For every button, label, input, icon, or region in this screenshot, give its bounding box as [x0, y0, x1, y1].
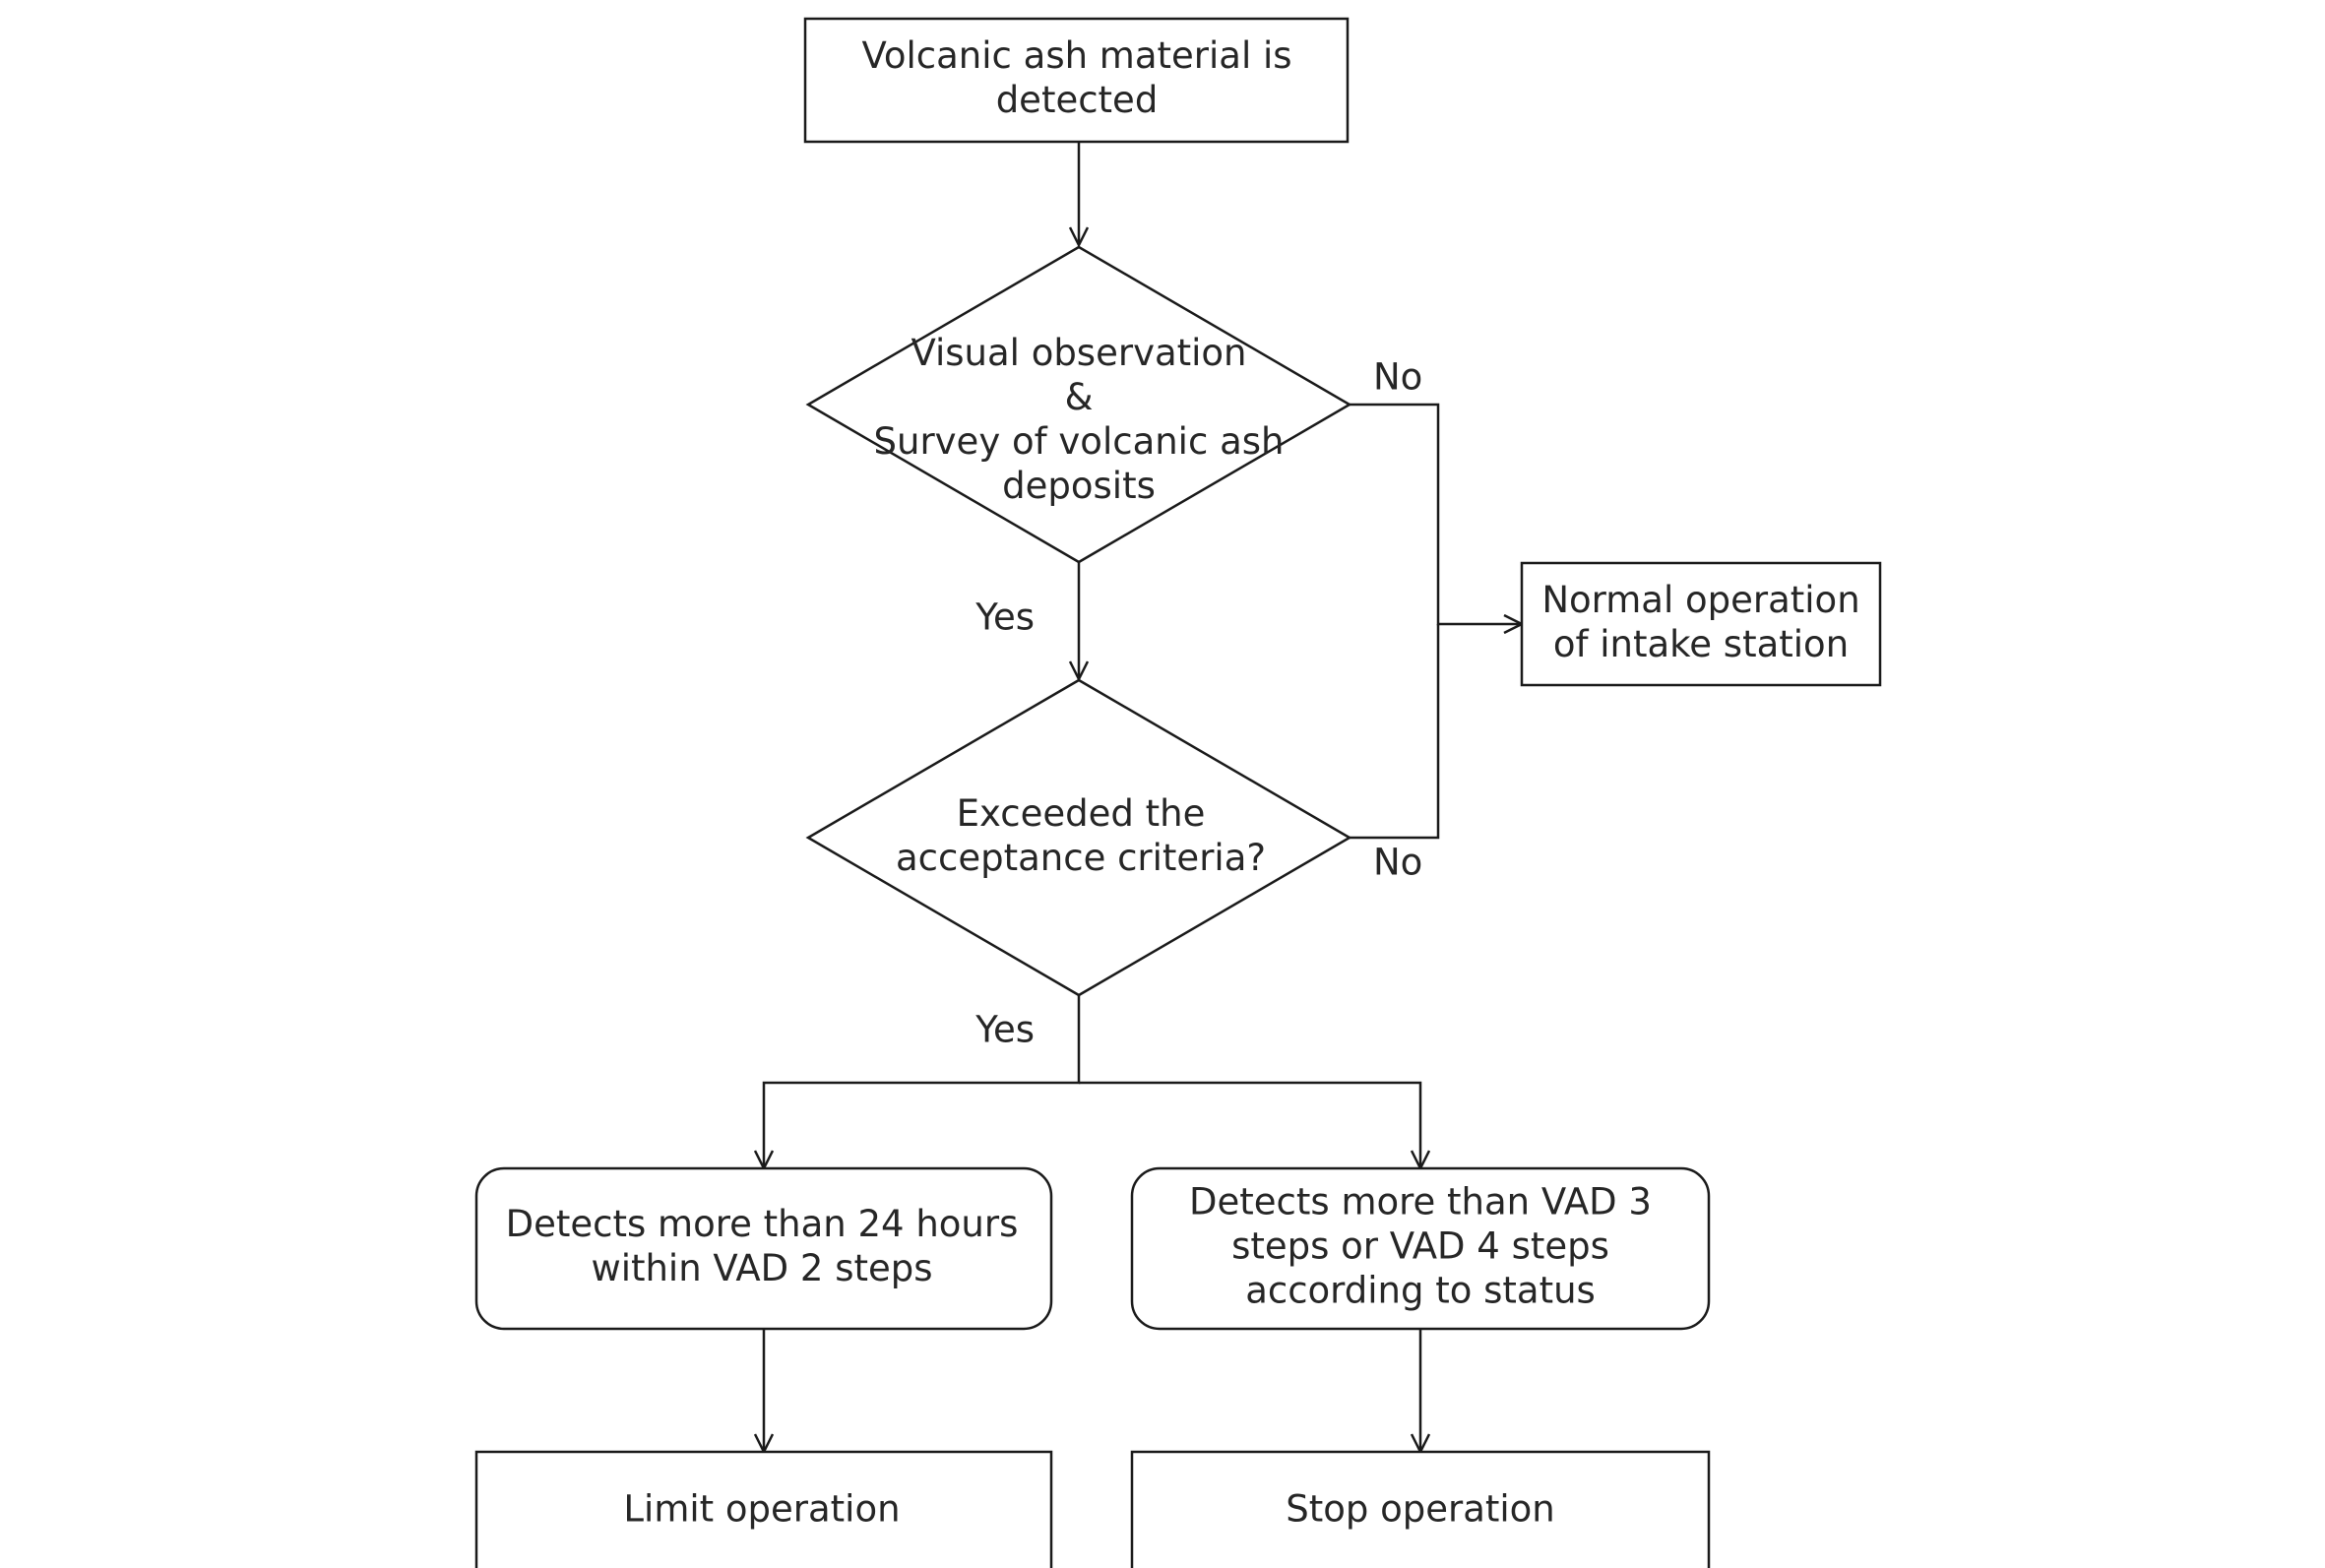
node-text-line: detected — [996, 79, 1159, 121]
node-text-line: Survey of volcanic ash — [874, 420, 1285, 463]
box-shape — [803, 17, 1350, 144]
node-text-line: Visual observation — [911, 332, 1246, 374]
edge-label-no: No — [1373, 356, 1422, 399]
node-text-line: Volcanic ash material is — [861, 34, 1291, 77]
edge-label-yes: Yes — [974, 1009, 1035, 1051]
node-text-line: Detects more than VAD 3 — [1189, 1181, 1652, 1223]
edge-exceeded-no — [1350, 624, 1440, 840]
edge-label-yes: Yes — [974, 596, 1035, 639]
rounded-box-shape — [474, 1166, 1053, 1331]
node-text-line: deposits — [1002, 465, 1156, 507]
box-shape — [474, 1450, 1053, 1568]
node-text-line: & — [1065, 376, 1094, 418]
node-text-line: of intake station — [1553, 623, 1849, 665]
edge-label-no: No — [1373, 842, 1422, 884]
diamond-shape — [805, 678, 1352, 997]
box-shape — [1520, 561, 1882, 687]
node-text-line: Limit operation — [623, 1488, 900, 1531]
rounded-box-shape — [1130, 1166, 1711, 1331]
box-shape — [1130, 1450, 1711, 1568]
edge-exceeded-yes — [764, 995, 1081, 1168]
visual-observation-decision: Visual observation&Survey of volcanic as… — [805, 245, 1352, 564]
edge-visual-no — [1350, 403, 1522, 624]
stop-operation-node: Stop operation — [1130, 1450, 1711, 1568]
node-text-line: according to status — [1245, 1270, 1596, 1312]
edge-exceeded-to-vad34 — [1079, 1081, 1420, 1168]
node-text-line: acceptance criteria? — [896, 837, 1266, 879]
node-text-line: Exceeded the — [957, 792, 1206, 835]
node-text-line: steps or VAD 4 steps — [1231, 1225, 1609, 1268]
limit-operation-node: Limit operation — [474, 1450, 1053, 1568]
node-text-line: Detects more than 24 hours — [506, 1203, 1019, 1245]
node-text-line: Normal operation — [1541, 579, 1859, 621]
edges — [764, 142, 1522, 1452]
node-text-line: within VAD 2 steps — [591, 1247, 932, 1289]
diamond-shape — [805, 245, 1352, 564]
node-text-line: Stop operation — [1286, 1488, 1555, 1531]
